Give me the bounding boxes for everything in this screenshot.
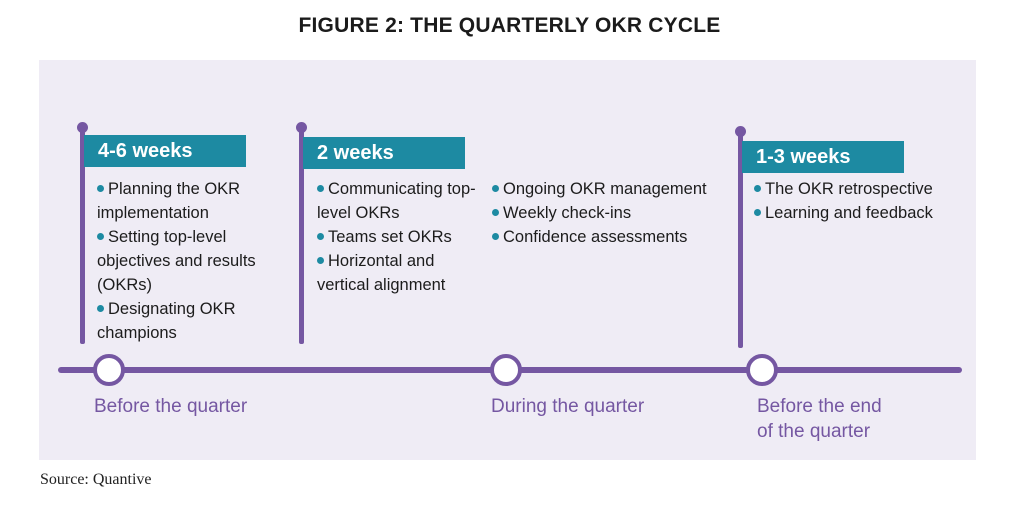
source-note: Source: Quantive bbox=[40, 471, 152, 488]
stage-3-list: Ongoing OKR management Weekly check-ins … bbox=[492, 177, 722, 249]
stage-4-marker-line bbox=[738, 131, 743, 348]
list-item: Teams set OKRs bbox=[317, 225, 477, 249]
bullet-icon bbox=[492, 185, 499, 192]
stage-1-marker-line bbox=[80, 127, 85, 344]
stage-2-marker-line bbox=[299, 127, 304, 344]
phase-label-end-quarter: Before the end of the quarter bbox=[757, 396, 882, 442]
timeline-node-during-quarter bbox=[490, 354, 522, 386]
stage-1-duration-tab: 4-6 weeks bbox=[84, 135, 246, 167]
bullet-icon bbox=[97, 185, 104, 192]
list-item: Setting top-level objectives and results… bbox=[97, 228, 256, 294]
bullet-icon bbox=[492, 209, 499, 216]
phase-label-before-quarter: Before the quarter bbox=[94, 396, 248, 417]
stage-4-duration-tab: 1-3 weeks bbox=[742, 141, 904, 173]
bullet-icon bbox=[317, 185, 324, 192]
phase-label-during-quarter: During the quarter bbox=[491, 396, 645, 417]
list-item: Horizontal and vertical alignment bbox=[317, 252, 446, 294]
timeline-node-before-quarter bbox=[93, 354, 125, 386]
figure-title: FIGURE 2: THE QUARTERLY OKR CYCLE bbox=[298, 14, 721, 37]
list-item: Weekly check-ins bbox=[492, 201, 722, 225]
list-item: The OKR retrospective bbox=[754, 177, 964, 201]
bullet-icon bbox=[492, 233, 499, 240]
list-item: Designating OKR champions bbox=[97, 300, 236, 342]
list-item: Communicating top-level OKRs bbox=[317, 180, 476, 222]
list-item: Learning and feedback bbox=[754, 201, 964, 225]
stage-2-duration-tab: 2 weeks bbox=[303, 137, 465, 169]
bullet-icon bbox=[754, 209, 761, 216]
bullet-icon bbox=[317, 233, 324, 240]
list-item: Ongoing OKR management bbox=[492, 177, 722, 201]
list-item: Planning the OKR implementation bbox=[97, 180, 241, 222]
bullet-icon bbox=[754, 185, 761, 192]
diagram-panel bbox=[39, 60, 976, 460]
bullet-icon bbox=[97, 233, 104, 240]
timeline-node-end-quarter bbox=[746, 354, 778, 386]
stage-4-list: The OKR retrospective Learning and feedb… bbox=[754, 177, 964, 225]
bullet-icon bbox=[317, 257, 324, 264]
bullet-icon bbox=[97, 305, 104, 312]
list-item: Confidence assessments bbox=[492, 225, 722, 249]
stage-2-list: Communicating top-level OKRs Teams set O… bbox=[317, 177, 477, 297]
stage-1-list: Planning the OKR implementation Setting … bbox=[97, 177, 277, 345]
